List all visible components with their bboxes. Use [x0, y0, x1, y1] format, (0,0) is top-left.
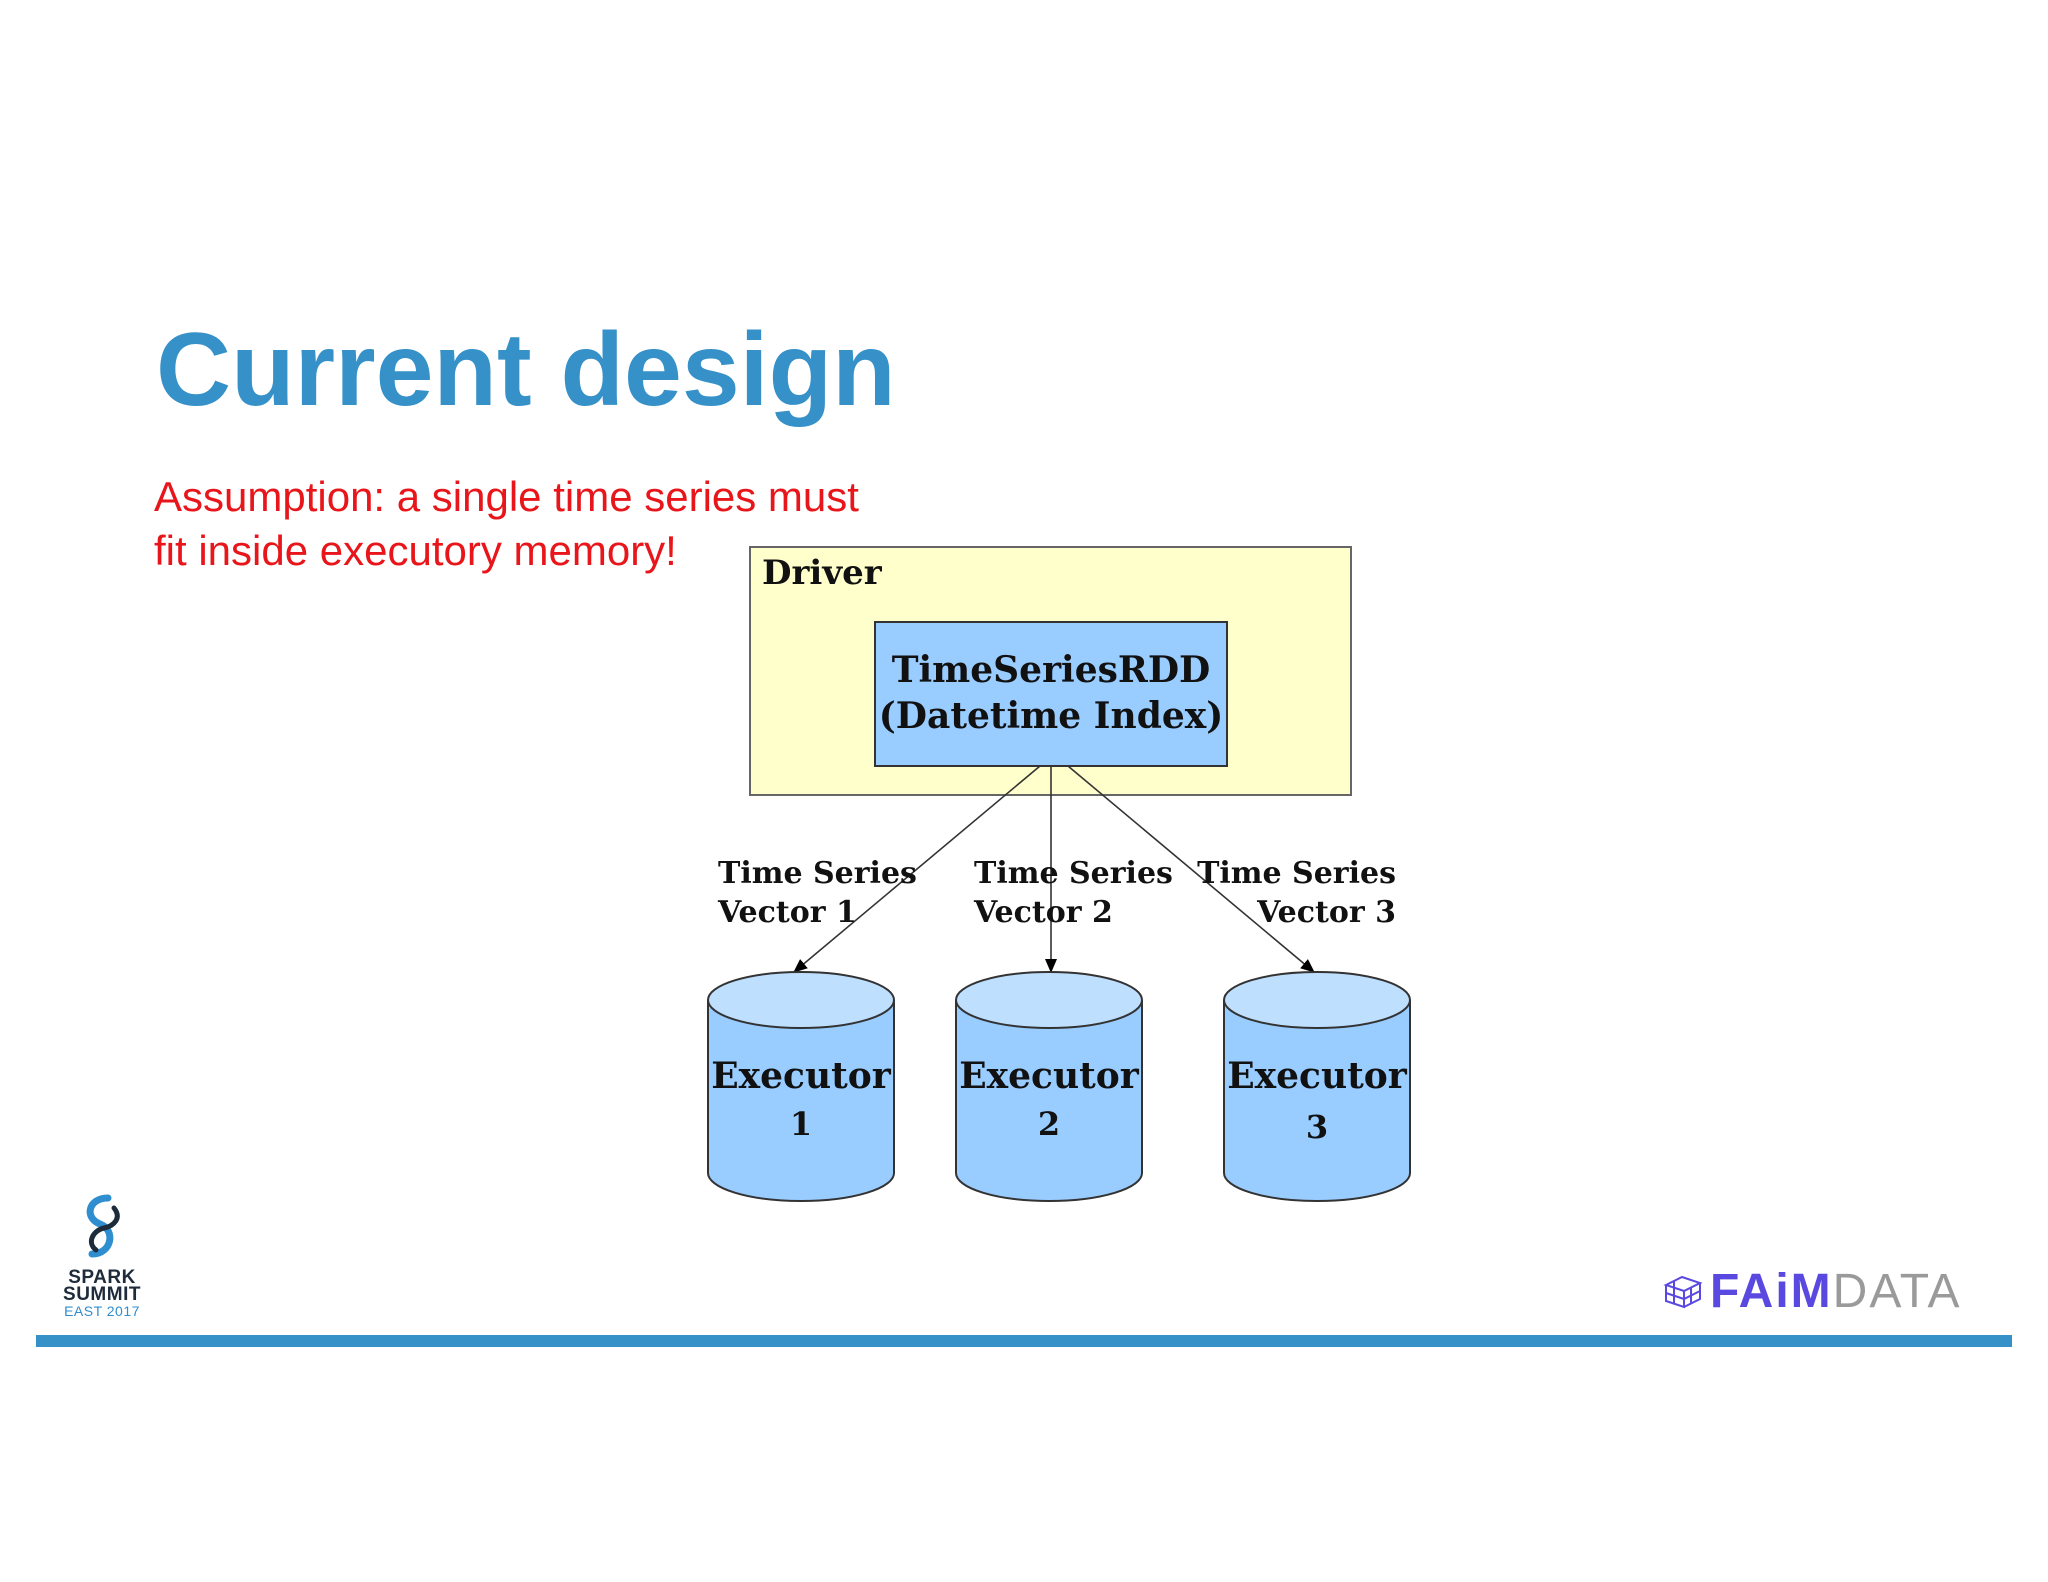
driver-label: Driver	[762, 553, 883, 593]
spark-summit-logo: SPARK SUMMIT EAST 2017	[52, 1192, 152, 1320]
edge-label-1-line-2: Vector 1	[717, 895, 857, 930]
edge-label-2-line-1: Time Series	[974, 856, 1173, 891]
executor-1-label: Executor	[711, 1055, 892, 1097]
executor-cylinder-1: Executor 1	[707, 971, 895, 1202]
faimdata-cube-icon	[1663, 1275, 1703, 1309]
assumption-line-2: fit inside executory memory!	[154, 527, 677, 574]
spark-logo-sub: EAST 2017	[64, 1303, 140, 1319]
rdd-box	[874, 621, 1228, 767]
executor-2-number: 2	[1038, 1105, 1060, 1143]
rdd-label-line-2: (Datetime Index)	[879, 695, 1224, 737]
spark-logo-line-2: SUMMIT	[63, 1284, 141, 1305]
faim-wordmark: FAiM	[1710, 1264, 1833, 1318]
assumption-note: Assumption: a single time series must fi…	[154, 470, 859, 578]
executor-3-number: 3	[1306, 1108, 1328, 1146]
assumption-line-1: Assumption: a single time series must	[154, 473, 859, 520]
executor-cylinder-3: Executor 3	[1223, 971, 1411, 1202]
data-wordmark: DATA	[1832, 1264, 1962, 1318]
edge-arrow-1	[793, 765, 1041, 973]
executor-3-label: Executor	[1227, 1055, 1408, 1097]
spark-swirl-icon	[86, 1194, 120, 1258]
slide-title: Current design	[156, 312, 896, 428]
edge-label-3-line-1: Time Series	[1197, 856, 1396, 891]
executor-1-number: 1	[790, 1105, 812, 1143]
edge-label-3-line-2: Vector 3	[1256, 895, 1396, 930]
edge-label-1-line-1: Time Series	[718, 856, 917, 891]
edge-label-2-line-2: Vector 2	[973, 895, 1113, 930]
footer-bar	[36, 1335, 2012, 1347]
rdd-label-line-1: TimeSeriesRDD	[892, 649, 1211, 691]
spark-logo-line-1: SPARK	[68, 1267, 136, 1288]
edge-arrow-3	[1067, 765, 1315, 973]
executor-2-label: Executor	[959, 1055, 1140, 1097]
executor-cylinder-2: Executor 2	[955, 971, 1143, 1202]
